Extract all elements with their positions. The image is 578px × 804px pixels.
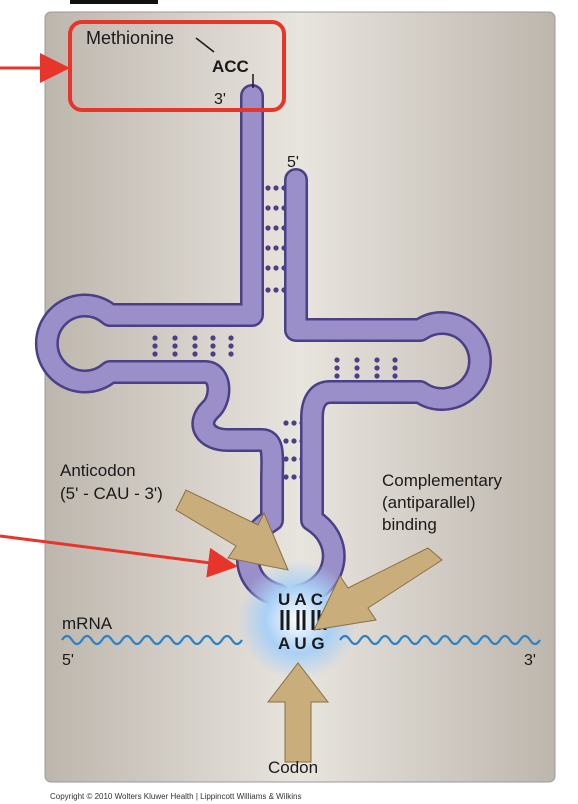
methionine-connector: [195, 37, 215, 53]
complementary-arrow: [313, 547, 443, 631]
codon-arrow: [266, 662, 330, 763]
copyright-text: Copyright © 2010 Wolters Kluwer Health |…: [50, 792, 301, 801]
trna-strand: [34, 84, 492, 608]
acc-label: ACC: [212, 57, 249, 76]
trna-5prime-label: 5': [287, 154, 299, 171]
mrna-strand: [61, 634, 541, 646]
codon-bases: A U G: [278, 634, 325, 653]
anticodon-bases: U A C: [278, 590, 323, 609]
mrna-3prime-label: 3': [524, 652, 536, 669]
complementary-line-1: Complementary: [382, 471, 502, 490]
mrna-5prime-label: 5': [62, 652, 74, 669]
codon-label: Codon: [268, 758, 318, 777]
methionine-label: Methionine: [86, 28, 174, 48]
complementary-line-3: binding: [382, 515, 437, 534]
top-bar: [70, 0, 158, 4]
d-arm-pairs: [152, 335, 234, 357]
highlight-box: [68, 20, 286, 112]
trna-3prime-label: 3': [214, 91, 226, 108]
background-panel: [44, 11, 556, 783]
t-arm-pairs: [334, 357, 398, 379]
mrna-label: mRNA: [62, 614, 113, 633]
anticodon-title: Anticodon: [60, 461, 136, 480]
complementary-line-2: (antiparallel): [382, 493, 476, 512]
tan-arrows: [175, 489, 443, 763]
anticodon-seq: (5' - CAU - 3'): [60, 484, 163, 503]
red-arrow-anticodon: [0, 534, 238, 578]
